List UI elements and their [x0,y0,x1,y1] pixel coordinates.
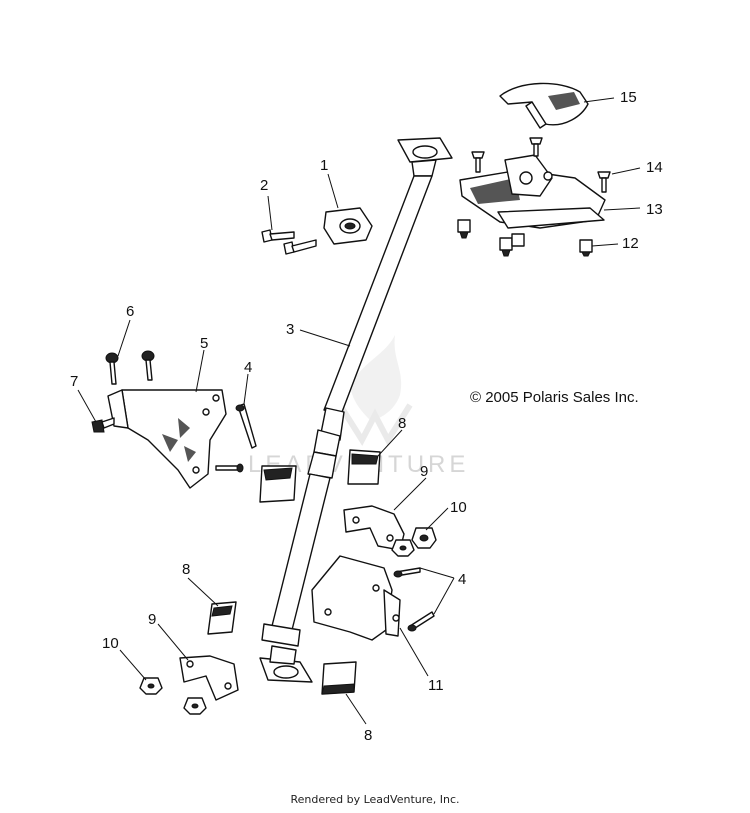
callout-15: 15 [620,89,637,106]
callout-8-lower-left: 8 [182,561,190,578]
callout-4-upper-right: 4 [458,571,466,588]
callout-6: 6 [126,303,134,320]
callout-9-upper: 9 [420,463,428,480]
hub-nuts [457,219,593,257]
callout-2: 2 [260,177,268,194]
side-bolt [91,417,115,433]
leader-lines [77,97,641,725]
callout-12: 12 [622,235,639,252]
left-mount-bracket [107,389,227,489]
steering-hub [459,154,606,229]
bracket-bolts [105,350,155,385]
hub-cover [499,82,589,129]
bushing-lower-left [207,601,237,635]
callout-10-lower: 10 [102,635,119,652]
copyright-notice: © 2005 Polaris Sales Inc. [470,389,639,406]
callout-8-bottom: 8 [364,727,372,744]
callout-3: 3 [286,321,294,338]
callout-8-upper: 8 [398,415,406,432]
callout-1: 1 [320,157,328,174]
saddle-clamp-lower [179,655,239,701]
nuts-lower [139,677,207,715]
bushing-left [259,465,297,503]
callout-7: 7 [70,373,78,390]
callout-10-upper: 10 [450,499,467,516]
footer-credit: Rendered by LeadVenture, Inc. [290,793,460,806]
watermark-logo [337,335,413,447]
cotter-pins-right [393,567,435,632]
callout-11: 11 [428,677,444,694]
clamp-bolts [261,229,317,255]
hub-screws [471,137,611,193]
callouts: 1 2 3 4 4 4 5 6 7 8 8 8 8 9 9 10 10 11 1… [70,89,663,744]
steering-post [259,137,453,683]
bushing-lower-right [321,661,357,695]
cotter-pins-left [215,403,257,473]
callout-5: 5 [200,335,208,352]
callout-4-left: 4 [244,359,252,376]
bushing-upper-right [347,449,381,485]
nuts-upper [391,527,437,557]
upper-clamp [323,207,373,245]
callout-9-lower: 9 [148,611,156,628]
lower-mount-bracket [311,555,401,641]
callout-13: 13 [646,201,663,218]
callout-14: 14 [646,159,663,176]
